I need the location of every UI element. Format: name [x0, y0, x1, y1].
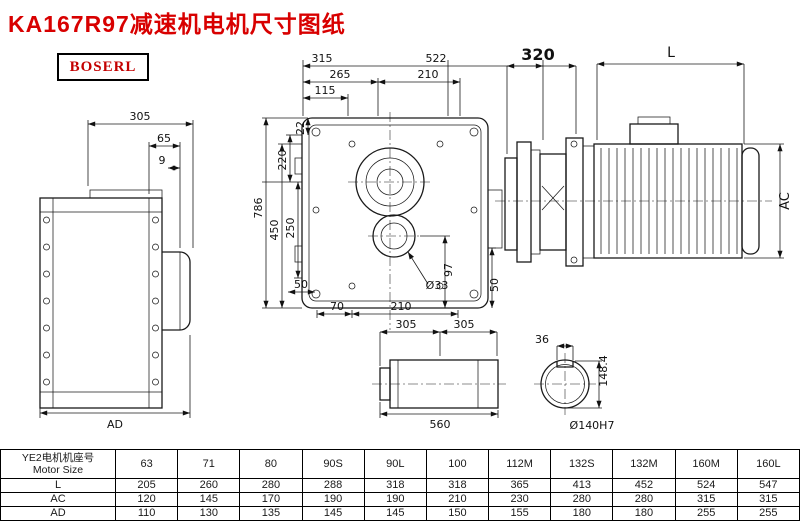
dim-top-315: 315: [312, 52, 333, 65]
dim-top-522: 522: [426, 52, 447, 65]
value-cell: 255: [736, 506, 800, 521]
dim-top-115: 115: [315, 84, 336, 97]
value-cell: 205: [114, 478, 179, 493]
column-header: 112M: [488, 449, 552, 479]
dim-top-210: 210: [418, 68, 439, 81]
dim-front-50-right: 50: [488, 278, 501, 292]
page-title: KA167R97减速机电机尺寸图纸: [8, 11, 346, 37]
shaft-side-drawing: 305 305 560: [372, 318, 506, 431]
dim-end-36: 36: [535, 333, 549, 346]
value-cell: 280: [550, 492, 614, 507]
dim-front-22: 22: [294, 121, 307, 135]
value-cell: 280: [612, 492, 676, 507]
dim-motor-320: 320: [521, 45, 554, 64]
dim-side-9: 9: [159, 154, 166, 167]
column-header: 132M: [612, 449, 676, 479]
column-header: 160L: [736, 449, 800, 479]
column-header: 132S: [550, 449, 614, 479]
value-cell: 180: [550, 506, 614, 521]
value-cell: 280: [239, 478, 303, 493]
side-view-drawing: 305 65 9 AD: [39, 110, 194, 431]
motor-side-drawing: 320 L AC: [495, 45, 793, 267]
value-cell: 318: [425, 478, 490, 493]
value-cell: 190: [363, 492, 427, 507]
technical-drawing: 305 65 9 AD 315 522: [39, 45, 793, 432]
value-cell: 288: [301, 478, 365, 493]
column-header: 160M: [674, 449, 738, 479]
row-label: L: [0, 478, 116, 493]
value-cell: 315: [736, 492, 800, 507]
value-cell: 170: [239, 492, 303, 507]
value-cell: 365: [488, 478, 552, 493]
dim-end-148-4: 148.4: [597, 355, 610, 387]
value-cell: 413: [550, 478, 614, 493]
dim-side-305: 305: [130, 110, 151, 123]
value-cell: 452: [612, 478, 676, 493]
dim-front-450: 450: [268, 220, 281, 241]
dim-motor-ac: AC: [778, 192, 793, 210]
dim-front-250: 250: [284, 218, 297, 239]
value-cell: 130: [177, 506, 241, 521]
value-cell: 145: [363, 506, 427, 521]
value-cell: 110: [114, 506, 179, 521]
dim-end-d140h7: Ø140H7: [570, 419, 615, 432]
motor-size-header-en: Motor Size: [32, 464, 84, 476]
value-cell: 180: [612, 506, 676, 521]
column-header: 90L: [363, 449, 427, 479]
shaft-end-drawing: 36 148.4 Ø140H7: [534, 333, 614, 432]
column-header: 63: [114, 449, 179, 479]
value-cell: 318: [363, 478, 427, 493]
dim-front-97: 97: [442, 263, 455, 277]
column-header: 90S: [301, 449, 365, 479]
dim-shaft-305-b: 305: [454, 318, 475, 331]
dim-shaft-560: 560: [430, 418, 451, 431]
column-header: 80: [239, 449, 303, 479]
row-label: AC: [0, 492, 116, 507]
value-cell: 190: [301, 492, 365, 507]
dim-front-220: 220: [276, 150, 289, 171]
value-cell: 210: [425, 492, 490, 507]
dim-front-210: 210: [391, 300, 412, 313]
dim-front-70: 70: [330, 300, 344, 313]
dim-top-265: 265: [330, 68, 351, 81]
value-cell: 547: [736, 478, 800, 493]
dim-front-50-left: 50: [294, 278, 308, 291]
value-cell: 260: [177, 478, 241, 493]
value-cell: 145: [177, 492, 241, 507]
motor-size-header-cn: YE2电机机座号: [21, 451, 95, 464]
value-cell: 315: [674, 492, 738, 507]
row-label: AD: [0, 506, 116, 521]
dim-side-ad: AD: [107, 418, 123, 431]
value-cell: 120: [114, 492, 179, 507]
dim-side-65: 65: [157, 132, 171, 145]
value-cell: 230: [488, 492, 552, 507]
value-cell: 150: [425, 506, 490, 521]
dim-front-d33: Ø33: [426, 279, 449, 292]
value-cell: 135: [239, 506, 303, 521]
brand-logo: BOSERL: [57, 53, 149, 81]
value-cell: 155: [488, 506, 552, 521]
value-cell: 524: [674, 478, 738, 493]
dim-shaft-305-a: 305: [396, 318, 417, 331]
column-header: 71: [177, 449, 241, 479]
front-view-drawing: 315 522 265 210 115 22 220 250 450 786 9…: [252, 52, 544, 330]
dim-motor-l: L: [667, 45, 675, 61]
column-header: 100: [425, 449, 490, 479]
value-cell: 145: [301, 506, 365, 521]
value-cell: 255: [674, 506, 738, 521]
dim-front-786: 786: [252, 198, 265, 219]
